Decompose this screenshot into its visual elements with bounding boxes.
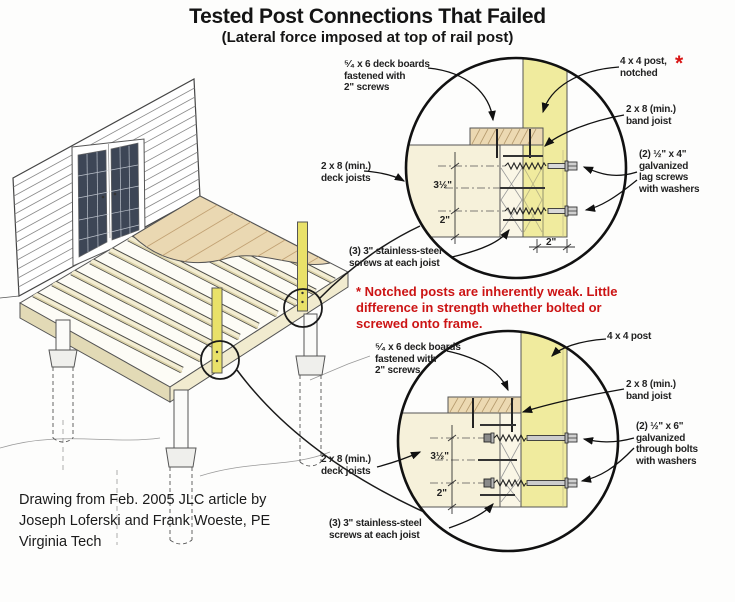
rail-posts [211,221,308,374]
label-post-notched: 4 x 4 post,notched [620,56,667,79]
posts-and-footings [0,313,371,545]
dim-3half-top: 3½" [433,180,452,191]
label-post-bottom: 4 x 4 post [607,331,652,342]
label-deck-joists-bottom: 2 x 8 (min.)deck joists [321,454,371,477]
dim-2-top: 2" [439,215,450,226]
page-subtitle: (Lateral force imposed at top of rail po… [221,29,514,46]
label-band-joist-top: 2 x 8 (min.)band joist [626,104,676,127]
detail-bottom-through-bolts [376,329,635,553]
red-asterisk: * [675,52,684,75]
label-deck-joists-top: 2 x 8 (min.)deck joists [321,161,371,184]
callout-links [200,225,425,513]
label-band-joist-bottom: 2 x 8 (min.)band joist [626,379,676,402]
detail-top-lag-screws [363,56,638,280]
dim-2-edge-top: 2" [546,237,557,248]
french-doors [71,138,146,267]
dim-2-bottom: 2" [436,488,447,499]
dim-3half-bottom: 3½" [430,451,449,462]
note-notched-posts: * Notched posts are inherently weak. Lit… [356,284,618,331]
page-title: Tested Post Connections That Failed [189,5,546,28]
